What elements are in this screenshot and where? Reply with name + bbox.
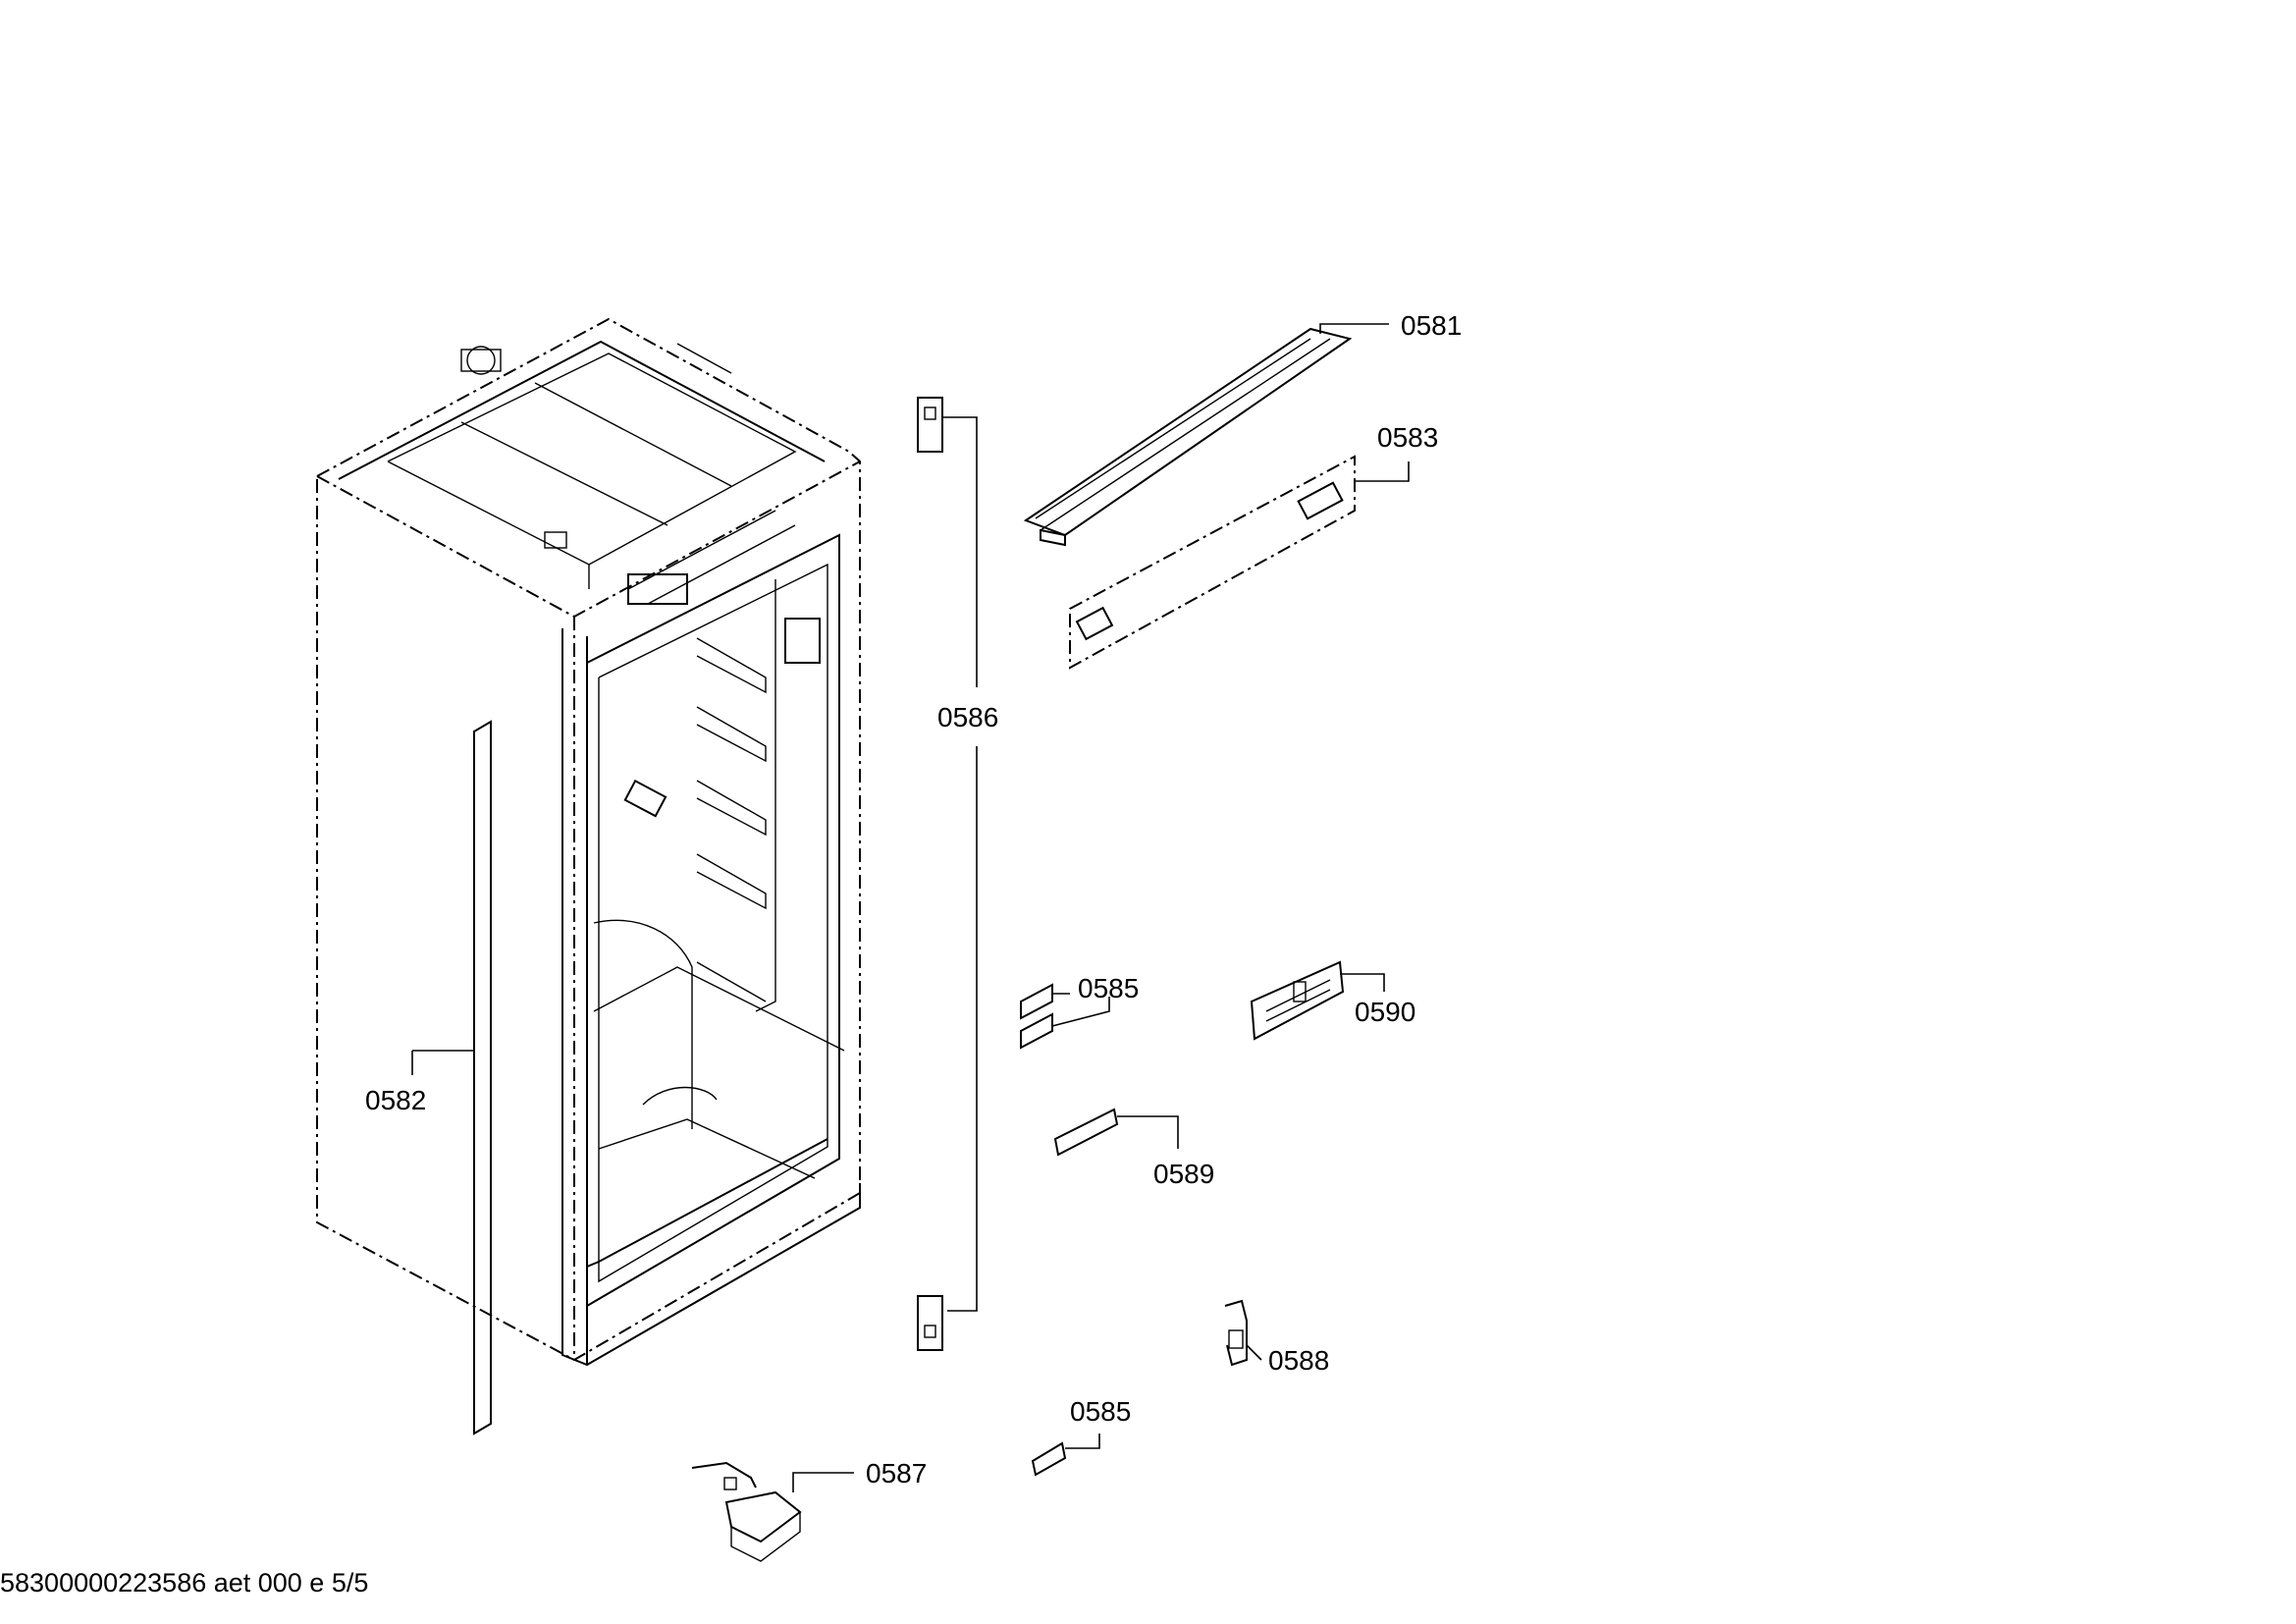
label-0590: 0590: [1355, 997, 1415, 1027]
cabinet-housing: [316, 317, 861, 1367]
label-0583: 0583: [1377, 422, 1438, 453]
part-0589-strip: 0589: [1053, 1108, 1214, 1189]
label-0585-upper: 0585: [1078, 973, 1139, 1003]
label-0587: 0587: [866, 1458, 927, 1489]
label-0585-lower: 0585: [1070, 1396, 1131, 1427]
label-0581: 0581: [1401, 310, 1462, 341]
part-0583-panel: 0583: [1069, 422, 1438, 670]
label-0589: 0589: [1153, 1159, 1214, 1189]
part-0581-top-rail: 0581: [1023, 310, 1462, 547]
part-0590-bracket: 0590: [1250, 960, 1415, 1041]
label-0582: 0582: [365, 1085, 426, 1115]
part-0587-hinge-base: 0587: [691, 1458, 927, 1562]
label-0586: 0586: [937, 702, 998, 732]
shelf-supports: [696, 637, 767, 1002]
part-0588-latch: 0588: [1224, 1299, 1329, 1376]
document-footer: 58300000223586 aet 000 e 5/5: [0, 1568, 369, 1597]
part-0585-clips-upper: 0585: [1020, 973, 1139, 1050]
part-0586-hinges: 0586: [917, 397, 998, 1351]
part-0582-side-trim: 0582: [365, 720, 492, 1435]
label-0588: 0588: [1268, 1345, 1329, 1376]
part-0585-clip-lower: 0585: [1031, 1396, 1131, 1477]
